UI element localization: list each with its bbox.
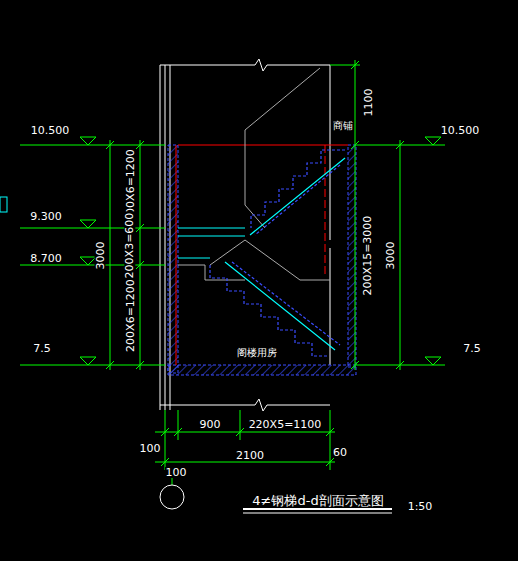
stair-stroke [232,262,340,345]
dimension-label: 900 [199,419,222,430]
dimension-label: 60 [332,447,348,458]
dimension-label: 200X3=600 [125,211,136,279]
dimension-label: 200X6=1200 [125,278,136,353]
dimension-label: 10.500 [440,125,481,136]
dimension-label: 9.300 [29,211,63,222]
stair-stroke [225,262,335,350]
dimension-label: 10.500 [30,125,71,136]
stair-stroke [251,150,345,228]
dimension-label: 8.700 [29,253,63,264]
dimension-label: 商铺 [332,121,354,131]
dimension-label: 3000 [95,240,106,270]
stair-stroke [210,265,329,356]
dimension-label: 200X15=3000 [363,214,374,296]
dimension-label: 阁楼用房 [236,348,278,358]
drawing-title: 4≠钢梯d-d剖面示意图 [251,494,384,507]
dimension-label: 2100 [235,450,265,461]
dimension-label: 100 [139,443,162,454]
dimension-label: 1100 [363,87,374,117]
dimension-label: 220X5=1100 [248,419,323,430]
dimension-label: 7.5 [32,343,52,354]
dimension-label: 7.5 [462,343,482,354]
dimension-label: 1:50 [407,501,434,512]
dimension-label: 100 [165,467,188,478]
stair-stroke [250,158,345,235]
dimension-label: 3000 [385,240,396,270]
stair-stroke [255,165,340,235]
